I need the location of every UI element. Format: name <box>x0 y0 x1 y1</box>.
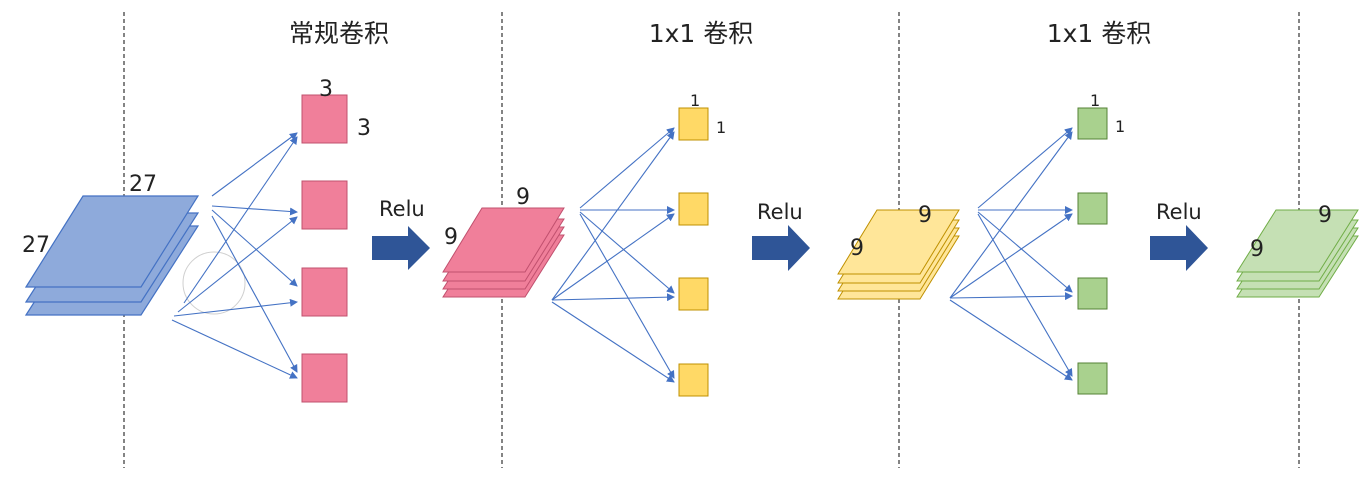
connector <box>211 215 298 373</box>
feature-map-1: 9 9 <box>442 185 565 298</box>
connector <box>579 127 675 209</box>
kernels-1x1-b: 1 1 <box>1077 91 1125 395</box>
connector <box>177 216 298 313</box>
relu-arrow-3: Relu <box>1150 200 1208 271</box>
kernel-3x3-2 <box>301 180 348 230</box>
input-block: 27 27 <box>22 172 200 316</box>
kernel-3x3-4 <box>301 353 348 403</box>
kernel-1x1-b-2 <box>1077 192 1108 225</box>
fm3-height-label: 9 <box>1250 237 1264 262</box>
kernel-1x1-b-4 <box>1077 362 1108 395</box>
connector <box>579 211 675 294</box>
kernel-3x3-top-label: 3 <box>319 77 333 102</box>
fm3-layer-1 <box>1236 209 1359 273</box>
input-layer-1 <box>24 195 200 288</box>
kernel-1x1-b-1 <box>1077 107 1108 140</box>
connectors-stage-2 <box>551 127 675 383</box>
input-width-label: 27 <box>129 172 157 197</box>
connector <box>211 209 298 287</box>
kernels-3x3: 3 3 <box>301 77 371 403</box>
kernels-1x1-a: 1 1 <box>678 91 726 397</box>
kernel-1x1-a-4 <box>678 363 709 397</box>
feature-map-2: 9 9 <box>837 203 960 300</box>
fm1-height-label: 9 <box>444 225 458 250</box>
kernel-3x3-3 <box>301 267 348 317</box>
connector <box>551 293 675 302</box>
kernel-1x1-b-top-label: 1 <box>1090 91 1100 110</box>
connector <box>173 298 298 317</box>
connector <box>551 301 675 383</box>
connector <box>977 211 1073 293</box>
connector <box>171 319 298 379</box>
kernel-1x1-b-side-label: 1 <box>1115 117 1125 136</box>
fm2-height-label: 9 <box>850 236 864 261</box>
relu-arrow-shape-1 <box>372 226 430 270</box>
fm2-layer-1 <box>837 209 960 275</box>
connectors-stage-3 <box>949 127 1073 381</box>
connector <box>211 132 298 197</box>
connector <box>977 127 1073 209</box>
relu-arrow-shape-2 <box>752 225 810 271</box>
receptive-field-circle <box>182 251 246 315</box>
input-height-label: 27 <box>22 233 50 258</box>
kernel-1x1-a-3 <box>678 277 709 311</box>
relu-label-2: Relu <box>757 200 803 224</box>
kernel-1x1-a-1 <box>678 107 709 141</box>
connector <box>211 205 298 216</box>
kernel-1x1-b-3 <box>1077 277 1108 310</box>
connector <box>949 131 1073 299</box>
relu-arrow-shape-3 <box>1150 225 1208 271</box>
connectors-stage-1 <box>171 132 298 379</box>
connector <box>977 213 1073 377</box>
stage-title-conv: 常规卷积 <box>289 19 389 48</box>
connector <box>551 131 675 301</box>
feature-map-3: 9 9 <box>1236 203 1359 298</box>
stage-separators <box>123 12 1300 468</box>
fm1-layer-1 <box>442 207 565 273</box>
kernel-3x3-side-label: 3 <box>357 116 371 141</box>
relu-label-1: Relu <box>379 197 425 221</box>
kernel-1x1-a-top-label: 1 <box>690 91 700 110</box>
connector <box>949 292 1073 301</box>
relu-arrow-1: Relu <box>372 197 430 270</box>
stage-title-1x1-b: 1x1 卷积 <box>1047 19 1152 48</box>
kernel-1x1-a-side-label: 1 <box>716 118 726 137</box>
relu-label-3: Relu <box>1156 200 1202 224</box>
stage-title-1x1-a: 1x1 卷积 <box>649 19 754 48</box>
connector <box>183 136 298 304</box>
connector <box>579 213 675 379</box>
connector <box>949 299 1073 381</box>
relu-arrow-2: Relu <box>752 200 810 271</box>
kernel-1x1-a-2 <box>678 192 709 226</box>
fm3-width-label: 9 <box>1318 203 1332 228</box>
kernel-3x3-1 <box>301 94 348 144</box>
fm2-width-label: 9 <box>918 203 932 228</box>
connector <box>949 213 1073 299</box>
connector <box>551 213 675 301</box>
fm1-width-label: 9 <box>516 185 530 210</box>
